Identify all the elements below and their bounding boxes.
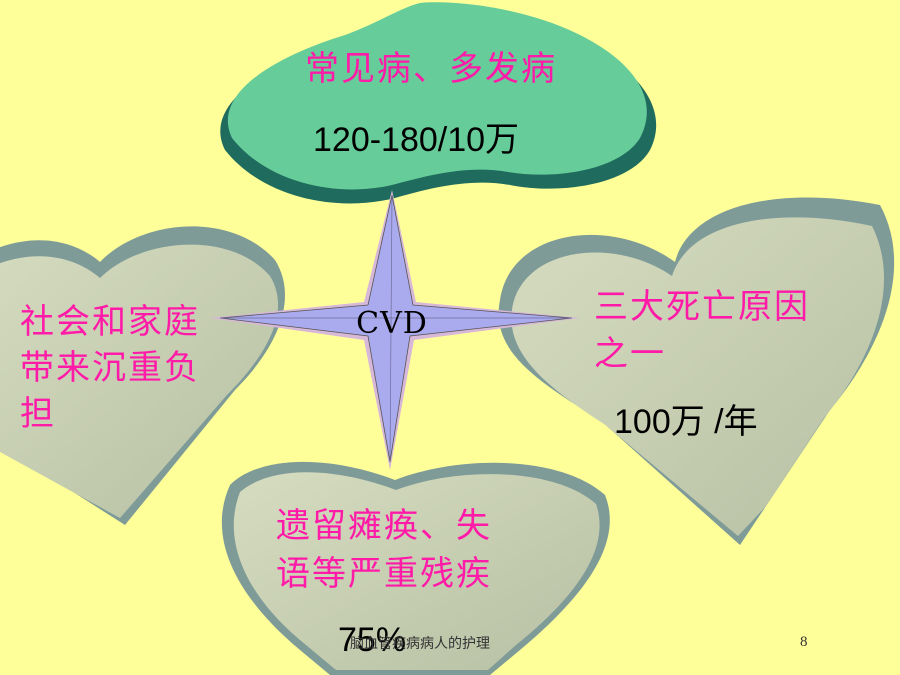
bottom-heart-stat: 75% <box>338 621 407 659</box>
page-number: 8 <box>800 634 808 650</box>
top-heart-title: 常见病、多发病 <box>305 49 557 89</box>
bottom-heart-line-2: 语等严重残疾 <box>276 554 492 594</box>
bottom-heart-shape <box>221 461 610 675</box>
right-heart-line-2: 之一 <box>594 334 666 374</box>
left-heart-line-3: 担 <box>20 394 56 434</box>
top-heart-shape <box>220 2 657 204</box>
bottom-heart-line-1: 遗留瘫痪、失 <box>276 506 492 546</box>
right-heart-line-1: 三大死亡原因 <box>594 287 810 327</box>
top-heart-stat: 120-180/10万 <box>313 121 520 159</box>
slide-footer: 脑血管疾病病人的护理 <box>350 636 490 652</box>
left-heart-shape <box>0 226 285 525</box>
left-heart-line-2: 带来沉重负 <box>20 348 200 388</box>
center-cvd-label: CVD <box>356 306 428 341</box>
left-heart-line-1: 社会和家庭 <box>20 302 200 342</box>
star-shape <box>210 190 580 470</box>
right-heart-stat: 100万 /年 <box>614 403 758 441</box>
right-heart-shape <box>498 197 895 545</box>
